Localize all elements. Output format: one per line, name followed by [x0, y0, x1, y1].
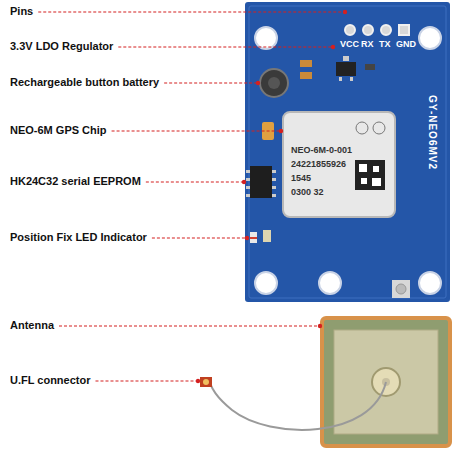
ufl-socket [392, 280, 410, 298]
leader-line [95, 380, 198, 381]
part-label: U.FL connector [10, 374, 90, 386]
mounting-holes [255, 27, 441, 294]
button-battery [260, 69, 288, 97]
chip-marking: NEO-6M-0-001 [291, 145, 352, 155]
leader-line [38, 11, 345, 12]
leader-line [146, 181, 244, 182]
pin-name: GND [396, 39, 416, 49]
chip-marking: 1545 [291, 173, 311, 183]
pin-name: TX [379, 39, 391, 49]
part-label: Antenna [10, 319, 54, 331]
leader-line [164, 82, 258, 83]
leader-line [112, 130, 281, 131]
part-label: Pins [10, 5, 33, 17]
board-name: GY-NEO6MV2 [427, 95, 438, 170]
leader-line [118, 46, 333, 47]
pin-name: RX [361, 39, 374, 49]
leader-lines [38, 10, 347, 383]
regulator-symbol [300, 56, 375, 81]
eeprom-chip [246, 166, 276, 198]
chip-marking: 24221855926 [291, 159, 346, 169]
chip-marking: 0300 32 [291, 187, 324, 197]
antenna-cable [210, 382, 386, 430]
part-label: HK24C32 serial EEPROM [10, 175, 141, 187]
leader-line [152, 237, 247, 238]
gps-chip [283, 112, 395, 217]
part-label: NEO-6M GPS Chip [10, 124, 107, 136]
header-pins [345, 25, 409, 35]
ufl-plug [200, 377, 212, 387]
part-label: Position Fix LED Indicator [10, 231, 147, 243]
pin-name: VCC [340, 39, 359, 49]
leader-line [59, 325, 320, 326]
pcb-edge [249, 6, 446, 298]
led-indicator [250, 230, 271, 243]
part-label: 3.3V LDO Regulator [10, 40, 113, 52]
part-label: Rechargeable button battery [10, 76, 159, 88]
